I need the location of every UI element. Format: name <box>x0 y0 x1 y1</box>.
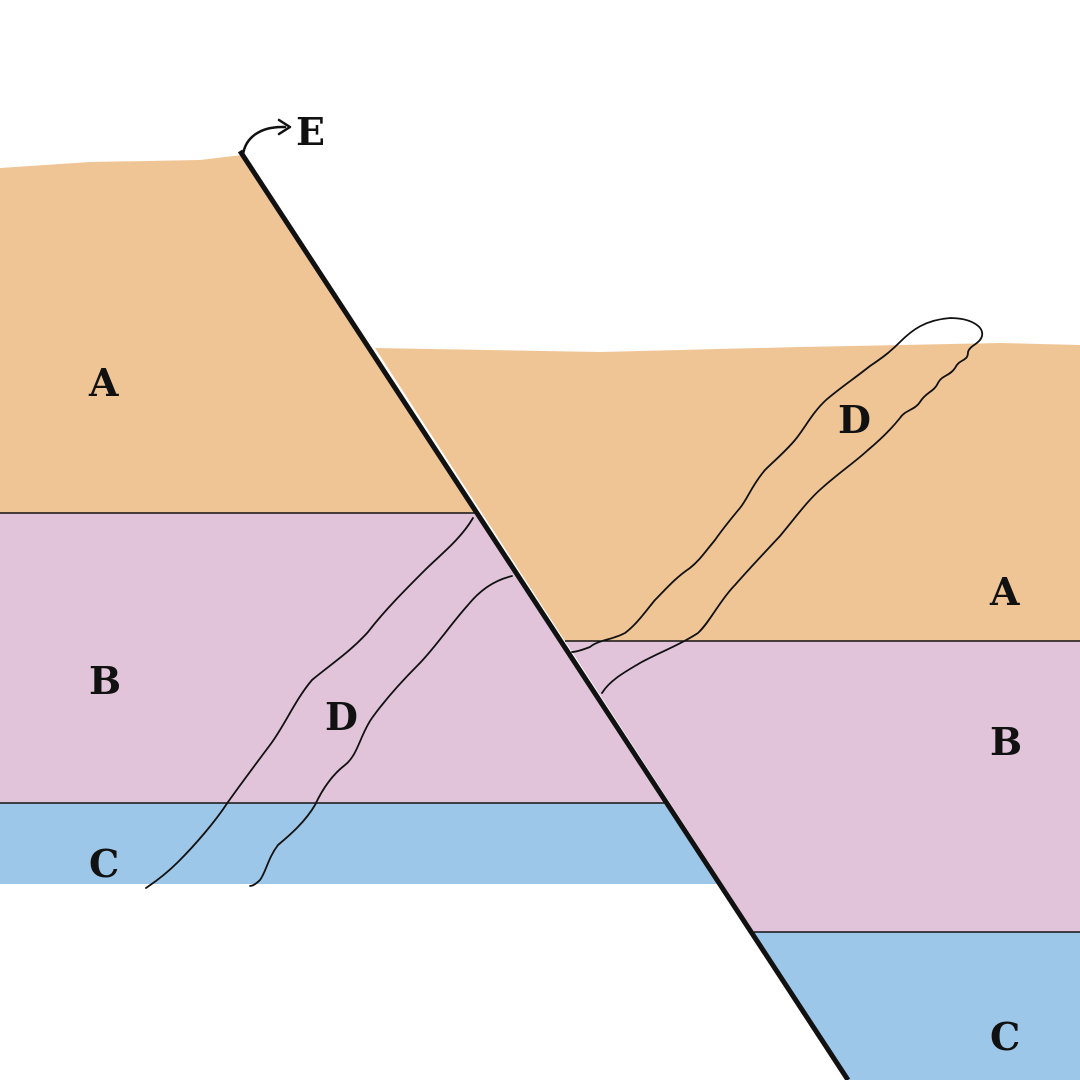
fault-pointer-arrow <box>241 125 287 157</box>
left-layer-b-label: B <box>89 658 121 703</box>
left-layer-c <box>0 803 718 884</box>
right-dike-outline <box>571 317 983 694</box>
left-layer-a-label: A <box>88 360 119 405</box>
right-layer-a-label: A <box>989 569 1020 614</box>
left-layer-b <box>0 513 664 803</box>
left-layer-a <box>0 155 475 513</box>
right-layer-c-label: C <box>990 1014 1020 1059</box>
right-dike-label: D <box>838 397 871 442</box>
fault-line <box>237 149 851 1080</box>
right-layer-b-label: B <box>990 719 1022 764</box>
left-dike-margin-lower <box>249 575 513 887</box>
left-layer-c-label: C <box>89 841 119 886</box>
left-dike-label: D <box>325 694 358 739</box>
right-layer-c <box>754 932 1080 1080</box>
fault-label: E <box>296 109 325 154</box>
right-layer-b <box>565 641 1080 932</box>
fault-pointer-arrowhead <box>277 118 292 136</box>
left-dike-margin-upper <box>145 517 474 889</box>
right-layer-a <box>375 343 1080 641</box>
